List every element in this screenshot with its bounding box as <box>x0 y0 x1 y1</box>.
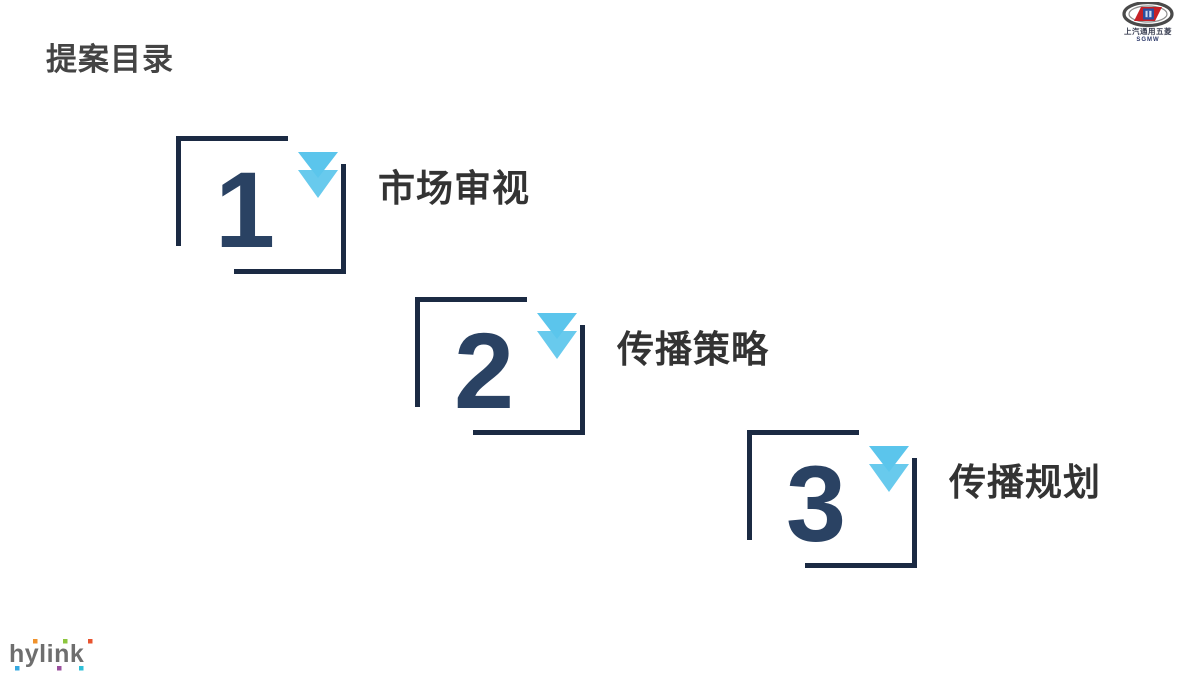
agenda-number-1: 1 <box>214 149 276 270</box>
agenda-label-1: 市场审视 <box>378 168 530 209</box>
frame-bracket-bottom-right <box>473 325 585 435</box>
frame-bracket-top-left <box>415 297 527 407</box>
double-chevron-down-icon <box>865 442 913 498</box>
agency-logo-hylink: hylink <box>9 636 109 672</box>
agenda-label-3: 传播规划 <box>949 462 1101 503</box>
hylink-wordmark-icon: hylink <box>9 639 93 671</box>
agenda-label-2: 传播策略 <box>617 329 769 370</box>
number-box-frame-1: 1 <box>176 136 346 274</box>
number-box-frame-2: 2 <box>415 297 585 435</box>
double-chevron-down-icon <box>294 148 342 204</box>
page-title: 提案目录 <box>46 42 174 77</box>
double-chevron-down-icon <box>533 309 581 365</box>
sgmw-emblem-icon <box>1122 2 1174 28</box>
frame-bracket-top-left <box>747 430 859 540</box>
agenda-number-3: 3 <box>785 443 847 564</box>
svg-text:hylink: hylink <box>9 640 84 668</box>
frame-bracket-bottom-right <box>234 164 346 274</box>
brand-logo-name-en: SGMW <box>1136 37 1160 43</box>
brand-logo-sgmw: 上汽通用五菱 SGMW <box>1104 2 1192 46</box>
brand-logo-name-cn: 上汽通用五菱 <box>1124 27 1172 36</box>
frame-bracket-top-left <box>176 136 288 246</box>
agenda-number-2: 2 <box>453 310 515 431</box>
number-box-frame-3: 3 <box>747 430 917 568</box>
frame-bracket-bottom-right <box>805 458 917 568</box>
